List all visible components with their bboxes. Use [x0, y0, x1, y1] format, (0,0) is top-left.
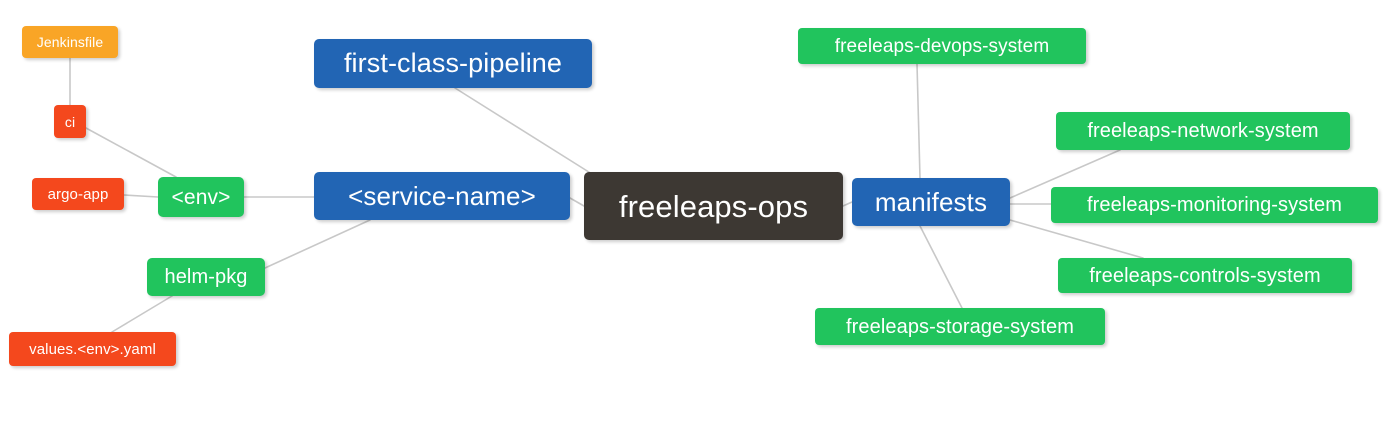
- node-label-freeleaps-devops-system: freeleaps-devops-system: [834, 35, 1050, 57]
- node-label-ci: ci: [64, 113, 76, 130]
- node-label-freeleaps-storage-system: freeleaps-storage-system: [845, 315, 1075, 338]
- node-freeleaps-network-system[interactable]: freeleaps-network-system: [1056, 112, 1350, 150]
- node-values-yaml[interactable]: values.<env>.yaml: [9, 332, 176, 366]
- node-freeleaps-devops-system[interactable]: freeleaps-devops-system: [798, 28, 1086, 64]
- node-label-values-yaml: values.<env>.yaml: [29, 340, 156, 358]
- edge-env-to-argo-app: [123, 194, 159, 198]
- node-jenkinsfile[interactable]: Jenkinsfile: [22, 26, 118, 58]
- node-helm-pkg[interactable]: helm-pkg: [147, 258, 265, 296]
- node-label-freeleaps-monitoring-system: freeleaps-monitoring-system: [1086, 194, 1342, 216]
- node-label-manifests: manifests: [874, 187, 988, 217]
- edge-manifests-to-freeleaps-controls-system: [1009, 219, 1144, 259]
- node-freeleaps-storage-system[interactable]: freeleaps-storage-system: [815, 308, 1105, 345]
- node-label-first-class-pipeline: first-class-pipeline: [343, 48, 563, 78]
- edge-helm-pkg-to-values-yaml: [111, 295, 173, 333]
- node-label-jenkinsfile: Jenkinsfile: [36, 34, 104, 50]
- node-label-helm-pkg: helm-pkg: [164, 266, 248, 288]
- node-env[interactable]: <env>: [158, 177, 244, 217]
- edge-manifests-to-freeleaps-storage-system: [919, 225, 963, 309]
- node-label-env: <env>: [171, 185, 231, 209]
- node-label-freeleaps-ops: freeleaps-ops: [618, 188, 809, 224]
- edge-manifests-to-freeleaps-devops-system: [916, 63, 921, 179]
- node-label-argo-app: argo-app: [47, 185, 109, 203]
- node-freeleaps-monitoring-system[interactable]: freeleaps-monitoring-system: [1051, 187, 1378, 223]
- edge-env-to-ci: [85, 127, 177, 178]
- edge-freeleaps-ops-to-first-class-pipeline: [454, 87, 593, 175]
- edge-freeleaps-ops-to-service-name: [569, 197, 585, 207]
- node-argo-app[interactable]: argo-app: [32, 178, 124, 210]
- node-ci[interactable]: ci: [54, 105, 86, 138]
- node-first-class-pipeline[interactable]: first-class-pipeline: [314, 39, 592, 88]
- node-label-freeleaps-controls-system: freeleaps-controls-system: [1089, 264, 1321, 287]
- edge-service-name-to-helm-pkg: [264, 219, 371, 269]
- edge-freeleaps-ops-to-manifests: [842, 201, 853, 207]
- node-freeleaps-ops[interactable]: freeleaps-ops: [584, 172, 843, 240]
- node-label-freeleaps-network-system: freeleaps-network-system: [1087, 120, 1319, 142]
- node-label-service-name: <service-name>: [348, 181, 536, 211]
- node-service-name[interactable]: <service-name>: [314, 172, 570, 220]
- node-freeleaps-controls-system[interactable]: freeleaps-controls-system: [1058, 258, 1352, 293]
- node-manifests[interactable]: manifests: [852, 178, 1010, 226]
